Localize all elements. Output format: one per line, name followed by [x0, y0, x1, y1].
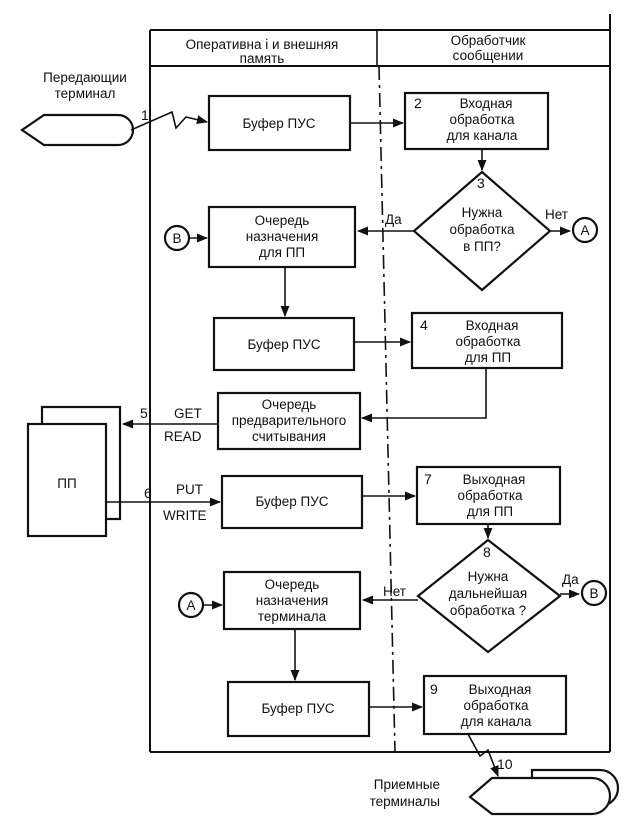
svg-text:B: B [589, 586, 598, 601]
svg-text:назначения: назначения [256, 593, 329, 608]
svg-text:2: 2 [414, 95, 422, 111]
svg-text:для ПП: для ПП [467, 504, 513, 519]
svg-text:обработка: обработка [449, 222, 515, 237]
svg-text:дальнейшая: дальнейшая [449, 586, 527, 601]
decision-3: 3 Нужна обработка в ПП? Да Нет [385, 170, 568, 292]
svg-text:Обработчик: Обработчик [451, 33, 526, 48]
svg-text:обработка ?: обработка ? [450, 603, 526, 618]
svg-text:для ПП: для ПП [259, 245, 305, 260]
svg-text:9: 9 [430, 681, 438, 697]
svg-text:8: 8 [483, 544, 491, 560]
process-box-2: 2 Входная обработка для канала [403, 91, 550, 151]
put-write-labels: 6 PUT WRITE [144, 482, 207, 523]
svg-text:10: 10 [497, 756, 513, 772]
svg-text:A: A [580, 223, 589, 238]
svg-text:Нет: Нет [383, 584, 406, 599]
comm-link-10: 10 [467, 733, 513, 778]
connector-a-in: A [177, 591, 205, 619]
svg-text:предварительного: предварительного [232, 413, 347, 428]
svg-text:Входная: Входная [460, 96, 513, 111]
get-read-labels: 5 GET READ [140, 405, 202, 444]
svg-text:сообщении: сообщении [453, 48, 524, 63]
svg-text:Выходная: Выходная [463, 472, 526, 487]
column-header-memory: Оперативна і и внешняя память [186, 37, 339, 66]
svg-text:Буфер ПУС: Буфер ПУС [247, 337, 320, 352]
svg-text:считывания: считывания [252, 429, 326, 444]
svg-text:Выходная: Выходная [469, 682, 532, 697]
pp-block: ПП [26, 405, 122, 538]
queue-box-destination-pp: Очередь назначения для ПП [207, 205, 357, 269]
svg-text:Буфер ПУС: Буфер ПУС [261, 701, 334, 716]
svg-text:терминалы: терминалы [370, 794, 440, 809]
svg-text:память: память [240, 51, 285, 66]
buffer-box-4: Буфер ПУС [226, 680, 371, 738]
svg-text:Буфер ПУС: Буфер ПУС [242, 116, 315, 131]
process-box-7: 7 Выходная обработка для ПП [415, 465, 562, 526]
buffer-box-1: Буфер ПУС [207, 94, 352, 152]
svg-text:3: 3 [477, 175, 485, 191]
svg-text:PUT: PUT [176, 482, 203, 497]
svg-text:терминал: терминал [55, 86, 116, 101]
buffer-box-3: Буфер ПУС [220, 474, 364, 530]
svg-text:назначения: назначения [246, 229, 319, 244]
connector-a-out: A [571, 216, 599, 244]
svg-text:5: 5 [140, 405, 148, 421]
sending-terminal: Передающии терминал [20, 70, 135, 147]
buffer-box-2: Буфер ПУС [212, 316, 356, 372]
svg-text:Нужна: Нужна [462, 205, 503, 220]
svg-text:обработка: обработка [455, 334, 521, 349]
connector-b-out: B [580, 579, 608, 607]
svg-text:терминала: терминала [258, 609, 327, 624]
connector-b-in: B [163, 224, 191, 252]
svg-text:в ПП?: в ПП? [463, 239, 501, 254]
svg-text:обработка: обработка [463, 698, 529, 713]
svg-text:Очередь: Очередь [262, 397, 317, 412]
svg-text:Очередь: Очередь [265, 577, 320, 592]
svg-text:Да: Да [385, 212, 402, 227]
queue-box-preread: Очередь предварительного считывания [216, 391, 362, 451]
svg-text:Передающии: Передающии [43, 70, 127, 85]
svg-text:Входная: Входная [466, 318, 519, 333]
svg-text:B: B [172, 231, 181, 246]
svg-text:Нужна: Нужна [468, 569, 509, 584]
column-divider [378, 65, 396, 753]
svg-text:обработка: обработка [457, 488, 523, 503]
svg-text:7: 7 [424, 471, 432, 487]
receiving-terminals: Приемные терминалы [370, 768, 620, 816]
svg-text:READ: READ [164, 429, 202, 444]
svg-text:Очередь: Очередь [255, 213, 310, 228]
process-box-4: 4 Входная обработка для ПП [410, 311, 564, 370]
svg-text:WRITE: WRITE [163, 508, 207, 523]
comm-link-1: 1 [130, 107, 209, 131]
queue-box-destination-terminal: Очередь назначения терминала [222, 570, 362, 631]
process-box-9: 9 Выходная обработка для канала [422, 674, 568, 736]
decision-8: 8 Нужна дальнейшая обработка ? Нет Да [383, 538, 579, 654]
svg-text:Нет: Нет [545, 207, 568, 222]
svg-text:для канала: для канала [461, 714, 532, 729]
column-header-handler: Обработчик сообщении [451, 33, 526, 63]
svg-text:1: 1 [141, 107, 149, 123]
table-frame [149, 14, 611, 753]
svg-text:обработка: обработка [449, 112, 515, 127]
svg-text:Да: Да [562, 572, 579, 587]
svg-text:ПП: ПП [57, 476, 76, 491]
svg-text:6: 6 [144, 485, 152, 501]
svg-text:для ПП: для ПП [465, 350, 511, 365]
svg-text:4: 4 [420, 317, 428, 333]
svg-text:Оперативна і и внешняя: Оперативна і и внешняя [186, 37, 339, 52]
svg-text:GET: GET [174, 406, 202, 421]
svg-text:A: A [186, 598, 195, 613]
svg-text:Приемные: Приемные [374, 777, 440, 792]
svg-text:для канала: для канала [447, 128, 518, 143]
svg-text:Буфер ПУС: Буфер ПУС [255, 494, 328, 509]
